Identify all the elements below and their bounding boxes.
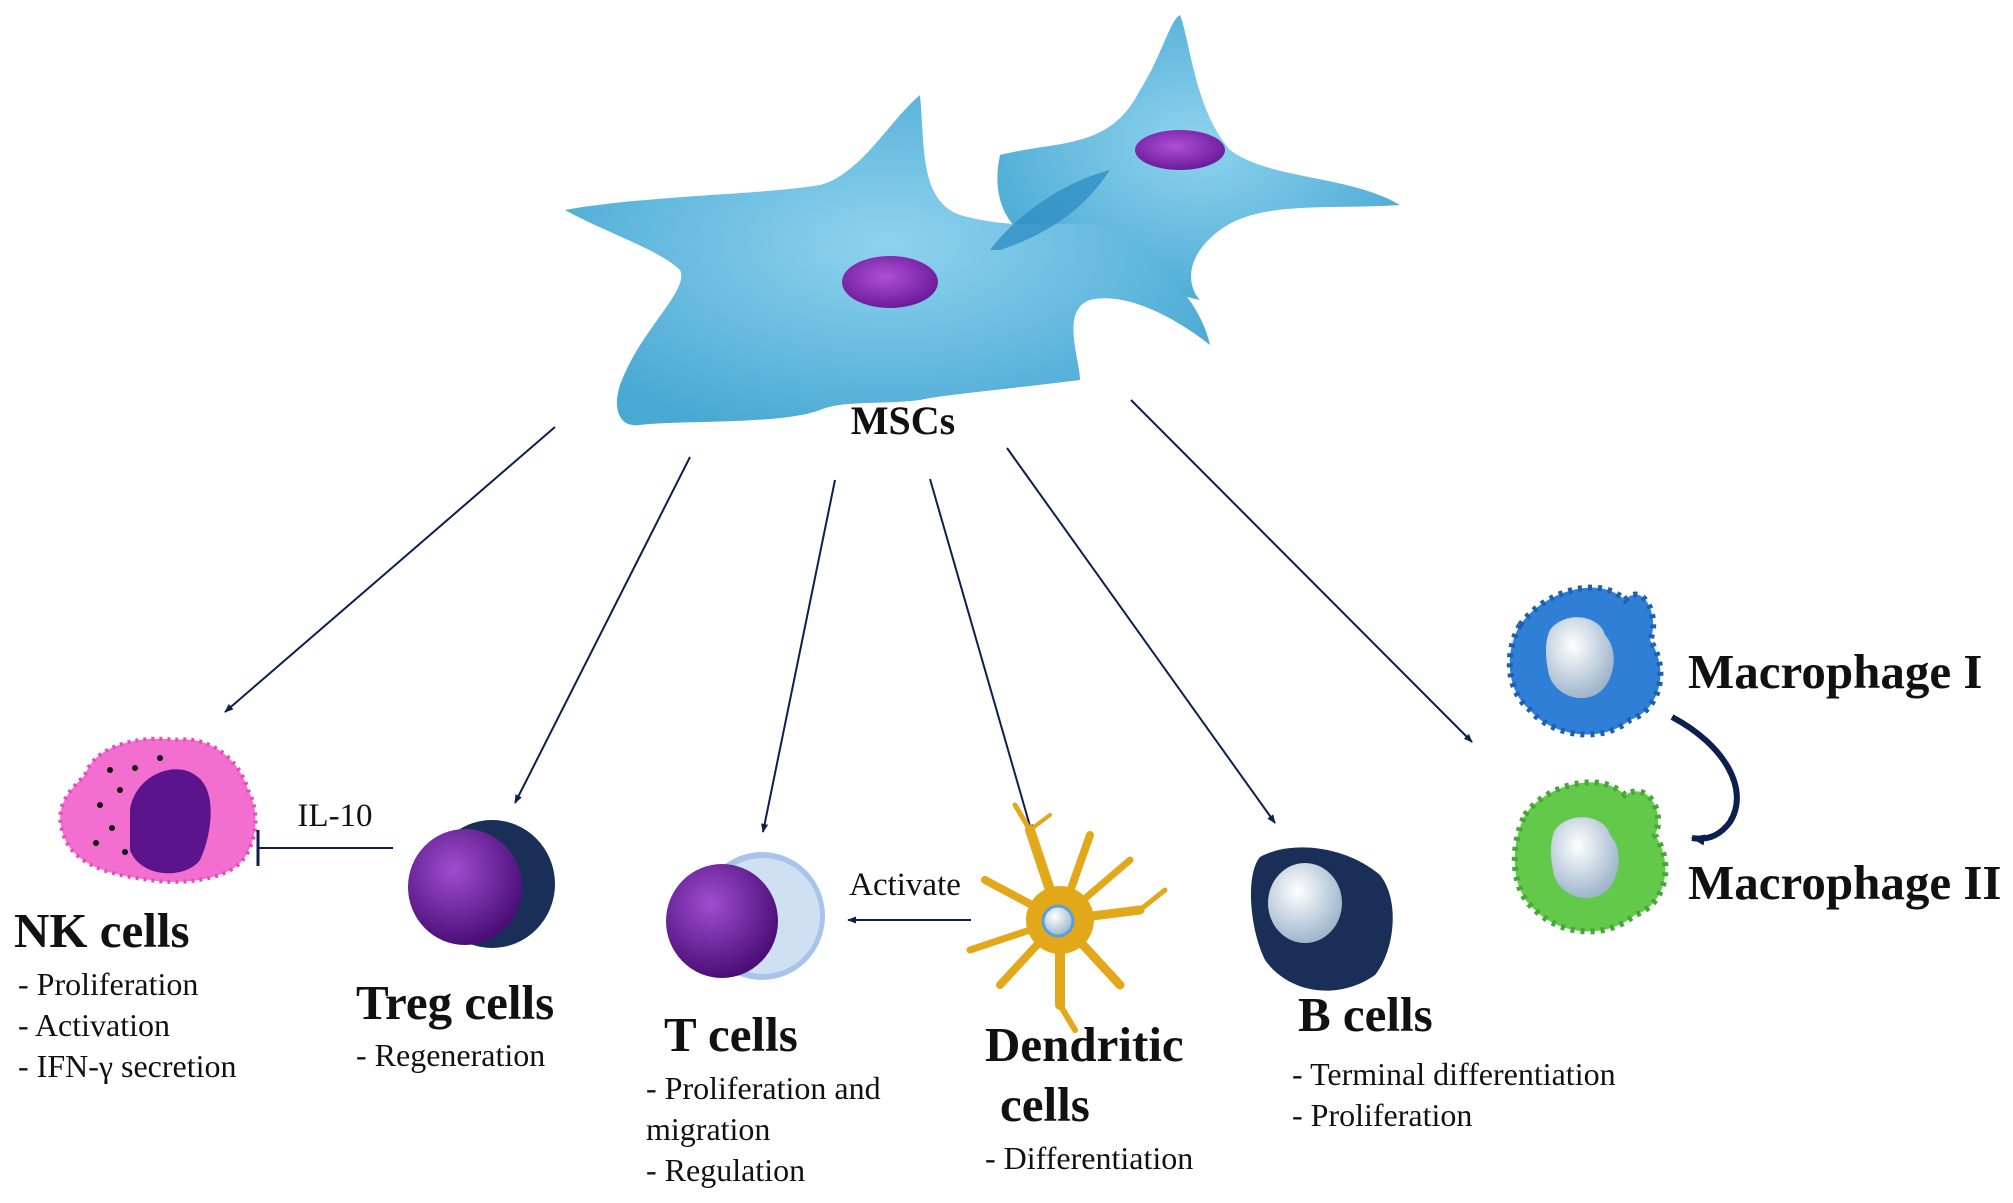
- dendritic-effects: - Differentiation: [985, 1138, 1193, 1179]
- t-cell-illustration: [666, 852, 825, 980]
- nk-cells-title: NK cells: [14, 903, 190, 958]
- t-cell-effect-3: - Regulation: [646, 1152, 806, 1188]
- macrophage-1-label: Macrophage I: [1688, 644, 1983, 699]
- t-cell-effect-2: migration: [646, 1111, 771, 1147]
- msc-cell-front: [565, 95, 1210, 426]
- msc-label: MSCs: [851, 398, 955, 443]
- treg-cells-title: Treg cells: [356, 975, 555, 1030]
- t-cells-title: T cells: [664, 1007, 798, 1062]
- b-cells-title: B cells: [1298, 987, 1433, 1042]
- macrophage-2-illustration: [1511, 779, 1669, 935]
- dendritic-cells-title: Dendritic: [985, 1017, 1184, 1072]
- b-cell-effect-2: - Proliferation: [1292, 1097, 1473, 1133]
- nk-effect-2: - Activation: [18, 1007, 170, 1043]
- msc-nucleus-back: [1135, 130, 1225, 170]
- treg-cell-illustration: [408, 820, 555, 948]
- arrow-macrophage-1-to-2: [1670, 714, 1740, 846]
- il10-label: IL-10: [297, 798, 372, 834]
- arrow-msc-to-tcell: [761, 479, 836, 833]
- b-cell-effects: - Terminal differentiation - Proliferati…: [1292, 1054, 1616, 1136]
- arrow-msc-to-nk: [224, 426, 556, 713]
- treg-effect-1: - Regeneration: [356, 1037, 546, 1073]
- arrow-msc-to-dendritic: [929, 478, 1034, 834]
- arrow-msc-to-macrophage: [1130, 399, 1473, 743]
- nk-effects: - Proliferation - Activation - IFN-γ sec…: [18, 964, 237, 1087]
- arrow-msc-to-treg: [514, 456, 691, 804]
- treg-effects: - Regeneration: [356, 1035, 545, 1076]
- nk-cell-illustration: [58, 736, 258, 884]
- b-cell-illustration: [1250, 847, 1393, 991]
- nk-effect-3: - IFN-γ secretion: [18, 1048, 237, 1084]
- t-cell-effect-1: - Proliferation and: [646, 1070, 881, 1106]
- arrow-msc-to-bcell: [1006, 447, 1276, 824]
- dendritic-effect-1: - Differentiation: [985, 1140, 1194, 1176]
- macrophage-1-illustration: [1506, 584, 1664, 738]
- nk-effect-1: - Proliferation: [18, 966, 199, 1002]
- b-cell-effect-1: - Terminal differentiation: [1292, 1056, 1616, 1092]
- activate-label: Activate: [849, 867, 961, 903]
- t-cell-effects: - Proliferation and migration - Regulati…: [646, 1068, 881, 1191]
- dendritic-cell-illustration: [966, 802, 1168, 1033]
- dendritic-cells-title-line2: cells: [1000, 1077, 1090, 1132]
- msc-nucleus-front: [842, 256, 938, 308]
- macrophage-2-label: Macrophage II: [1688, 855, 2002, 910]
